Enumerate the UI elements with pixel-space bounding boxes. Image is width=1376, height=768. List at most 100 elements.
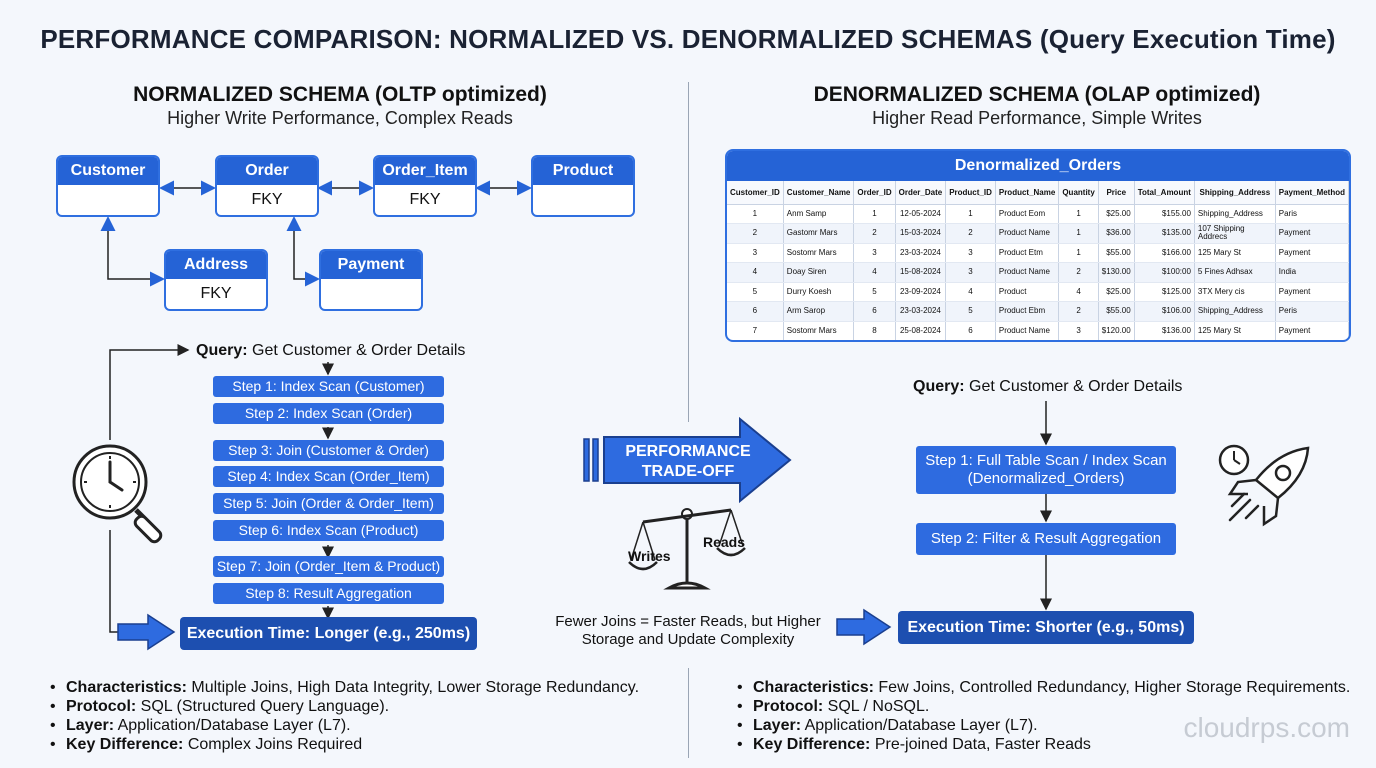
table-cell: 3 bbox=[1058, 321, 1099, 340]
table-cell: 6 bbox=[853, 301, 896, 322]
normalized-step-2: Step 2: Index Scan (Order) bbox=[213, 403, 444, 424]
table-cell: Peris bbox=[1275, 301, 1349, 322]
table-cell: 1 bbox=[1058, 223, 1099, 244]
entity-customer-body bbox=[58, 185, 158, 215]
table-cell: Anm Samp bbox=[783, 204, 855, 224]
table-cell: 6 bbox=[945, 321, 996, 340]
table-cell: $125.00 bbox=[1134, 282, 1195, 302]
normalized-query-label: Query: bbox=[196, 342, 248, 359]
normalized-bullet-3: Layer: Application/Database Layer (L7). bbox=[50, 716, 670, 735]
entity-customer: Customer bbox=[56, 155, 160, 217]
table-cell: Product bbox=[995, 282, 1060, 302]
entity-address-body: FKY bbox=[200, 285, 232, 302]
denormalized-subtitle: Higher Read Performance, Simple Writes bbox=[872, 108, 1202, 128]
table-cell: 3 bbox=[945, 262, 996, 283]
normalized-bullet-2: Protocol: SQL (Structured Query Language… bbox=[50, 697, 670, 716]
normalized-step-5: Step 5: Join (Order & Order_Item) bbox=[213, 493, 444, 514]
table-cell: 2 bbox=[727, 223, 784, 244]
normalized-bullet-2-text: SQL (Structured Query Language). bbox=[136, 698, 390, 715]
normalized-step-3: Step 3: Join (Customer & Order) bbox=[213, 440, 444, 461]
table-cell: Paris bbox=[1275, 204, 1349, 224]
table-cell: 2 bbox=[1058, 262, 1099, 283]
scale-reads-label: Reads bbox=[703, 534, 746, 550]
table-cell: 23-03-2024 bbox=[895, 301, 947, 322]
table-cell: Doay Siren bbox=[783, 262, 855, 283]
entity-product-body bbox=[533, 185, 633, 215]
table-cell: $120.00 bbox=[1098, 321, 1135, 340]
table-title: Denormalized_Orders bbox=[727, 151, 1349, 181]
table-cell: 3 bbox=[945, 243, 996, 263]
table-cell: Product Eom bbox=[995, 204, 1060, 224]
balance-scale-icon bbox=[628, 508, 746, 590]
col-header: Order_ID bbox=[853, 181, 896, 205]
table-cell: $55.00 bbox=[1098, 243, 1135, 263]
normalized-bullet-2-label: Protocol: bbox=[66, 698, 137, 715]
table-cell: 15-03-2024 bbox=[895, 223, 947, 244]
normalized-bullet-1-label: Characteristics: bbox=[66, 679, 187, 696]
table-cell: Product Name bbox=[995, 262, 1060, 283]
denormalized-bullet-1-label: Characteristics: bbox=[753, 679, 874, 696]
table-cell: $106.00 bbox=[1134, 301, 1195, 322]
table-cell: 5 bbox=[727, 282, 784, 302]
entity-product: Product bbox=[531, 155, 635, 217]
denormalized-bullet-1-text: Few Joins, Controlled Redundancy, Higher… bbox=[873, 679, 1351, 696]
magnifier-clock-icon bbox=[72, 444, 163, 544]
entity-address-name: Address bbox=[166, 251, 266, 279]
table-cell: Shipping_Address bbox=[1194, 301, 1276, 322]
table-cell: 5 bbox=[945, 301, 996, 322]
table-cell: $136.00 bbox=[1134, 321, 1195, 340]
normalized-query: Query: Get Customer & Order Details bbox=[196, 342, 496, 360]
rocket-icon bbox=[1218, 444, 1310, 527]
col-header: Payment_Method bbox=[1275, 181, 1349, 205]
col-header: Product_Name bbox=[995, 181, 1060, 205]
normalized-step-8: Step 8: Result Aggregation bbox=[213, 583, 444, 604]
normalized-step-4: Step 4: Index Scan (Order_Item) bbox=[213, 466, 444, 487]
table-cell: 7 bbox=[727, 321, 784, 340]
denormalized-title: DENORMALIZED SCHEMA (OLAP optimized) bbox=[813, 83, 1261, 106]
normalized-flow-connectors bbox=[109, 344, 334, 651]
col-header: Customer_ID bbox=[727, 181, 784, 205]
table-cell: 5 bbox=[853, 282, 896, 302]
table-cell: 4 bbox=[853, 262, 896, 283]
table-cell: Arm Sarop bbox=[783, 301, 855, 322]
table-cell: 23-09-2024 bbox=[895, 282, 947, 302]
entity-order-item: Order_Item FKY bbox=[373, 155, 477, 217]
normalized-title: NORMALIZED SCHEMA (OLTP optimized) bbox=[133, 83, 547, 106]
table-cell: 23-03-2024 bbox=[895, 243, 947, 263]
denormalized-bullet-3-text: Application/Database Layer (L7). bbox=[801, 717, 1038, 734]
col-header: Quantity bbox=[1058, 181, 1099, 205]
tradeoff-label: PERFORMANCE TRADE-OFF bbox=[604, 442, 772, 482]
denormalized-bullet-1: Characteristics: Few Joins, Controlled R… bbox=[737, 678, 1357, 697]
tradeoff-label-line2: TRADE-OFF bbox=[641, 463, 735, 480]
table-cell: 3 bbox=[853, 243, 896, 263]
table-cell: Product Name bbox=[995, 321, 1060, 340]
table-cell: 1 bbox=[727, 204, 784, 224]
col-header: Customer_Name bbox=[783, 181, 855, 205]
denormalized-bullet-3: Layer: Application/Database Layer (L7). bbox=[737, 716, 1357, 735]
denormalized-step-1: Step 1: Full Table Scan / Index Scan (De… bbox=[916, 446, 1176, 494]
table-cell: 3TX Mery cis bbox=[1194, 282, 1276, 302]
col-header: Product_ID bbox=[945, 181, 996, 205]
table-cell: Product Name bbox=[995, 223, 1060, 244]
table-cell: Sostomr Mars bbox=[783, 243, 855, 263]
table-cell: 2 bbox=[945, 223, 996, 244]
table-cell: 1 bbox=[945, 204, 996, 224]
table-cell: 8 bbox=[853, 321, 896, 340]
denormalized-bullet-4-text: Pre-joined Data, Faster Reads bbox=[870, 736, 1091, 753]
normalized-execution-time: Execution Time: Longer (e.g., 250ms) bbox=[180, 617, 477, 650]
entity-order-body: FKY bbox=[251, 191, 283, 208]
table-grid: Customer_ID Customer_Name Order_ID Order… bbox=[727, 181, 1349, 340]
entity-customer-name: Customer bbox=[58, 157, 158, 185]
denormalized-flow-connectors bbox=[836, 401, 1052, 646]
table-cell: $166.00 bbox=[1134, 243, 1195, 263]
normalized-bullet-1-text: Multiple Joins, High Data Integrity, Low… bbox=[186, 679, 640, 696]
entity-order-name: Order bbox=[217, 157, 317, 185]
table-cell: Payment bbox=[1275, 282, 1349, 302]
denormalized-orders-table: Denormalized_Orders Customer_ID Customer… bbox=[725, 149, 1351, 342]
denormalized-bullet-2-label: Protocol: bbox=[753, 698, 824, 715]
entity-address: Address FKY bbox=[164, 249, 268, 311]
denormalized-query-text: Get Customer & Order Details bbox=[969, 378, 1183, 395]
